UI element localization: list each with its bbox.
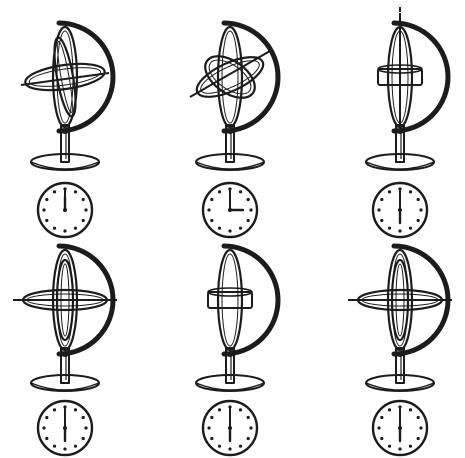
clock-tick [74,227,77,230]
clock-tick [84,426,87,429]
clock-tick [380,198,383,201]
clock-center [63,426,67,430]
clock-tick [398,229,401,232]
clock-tick [210,416,213,419]
clock-tick [377,426,380,429]
clock-tick [419,208,422,211]
clock-tick [247,219,250,222]
clock-tick [53,190,56,193]
clock-tick [398,447,401,450]
clock-tick [82,437,85,440]
clock-tick [218,227,221,230]
clock-tick [82,416,85,419]
clock-tick [380,437,383,440]
clock-tick [45,198,48,201]
clock-tick [63,447,66,450]
clock-tick [228,447,231,450]
clock-tick [42,426,45,429]
clock-tick [409,408,412,411]
clock-tick [409,190,412,193]
clock-tick [388,445,391,448]
clock-tick [45,416,48,419]
clock-tick [380,219,383,222]
clock-tick [419,426,422,429]
clock-tick [228,229,231,232]
clock-tick [247,198,250,201]
clock-tick [417,219,420,222]
clock-center [398,426,402,430]
clock-tick [247,437,250,440]
clock-tick [42,208,45,211]
clock-tick [417,198,420,201]
clock-tick [45,219,48,222]
clock-tick [239,227,242,230]
clock-tick [409,227,412,230]
clock-tick [82,219,85,222]
clock-tick [388,227,391,230]
clock-tick [82,198,85,201]
clock-tick [74,190,77,193]
clock-tick [388,190,391,193]
clock-tick [239,445,242,448]
clock-tick [53,227,56,230]
clock-tick [74,445,77,448]
clock-tick [53,408,56,411]
clock-tick [218,408,221,411]
clock-tick [388,408,391,411]
clock-tick [207,208,210,211]
clock-tick [210,219,213,222]
clock-tick [74,408,77,411]
clock-center [398,208,402,212]
clock-tick [207,426,210,429]
clock-tick [377,208,380,211]
clock-tick [218,445,221,448]
clock-tick [239,408,242,411]
clock-tick [249,208,252,211]
clock-tick [63,229,66,232]
clock-tick [53,445,56,448]
clock-tick [409,445,412,448]
clock-center [63,208,67,212]
clock-tick [45,437,48,440]
clock-tick [210,198,213,201]
clock-tick [249,426,252,429]
clock-tick [218,190,221,193]
clock-tick [417,437,420,440]
clock-tick [239,190,242,193]
clock-tick [417,416,420,419]
clock-tick [247,416,250,419]
clock-center [228,208,232,212]
clock-center [228,426,232,430]
clock-tick [380,416,383,419]
clock-tick [210,437,213,440]
clock-tick [84,208,87,211]
